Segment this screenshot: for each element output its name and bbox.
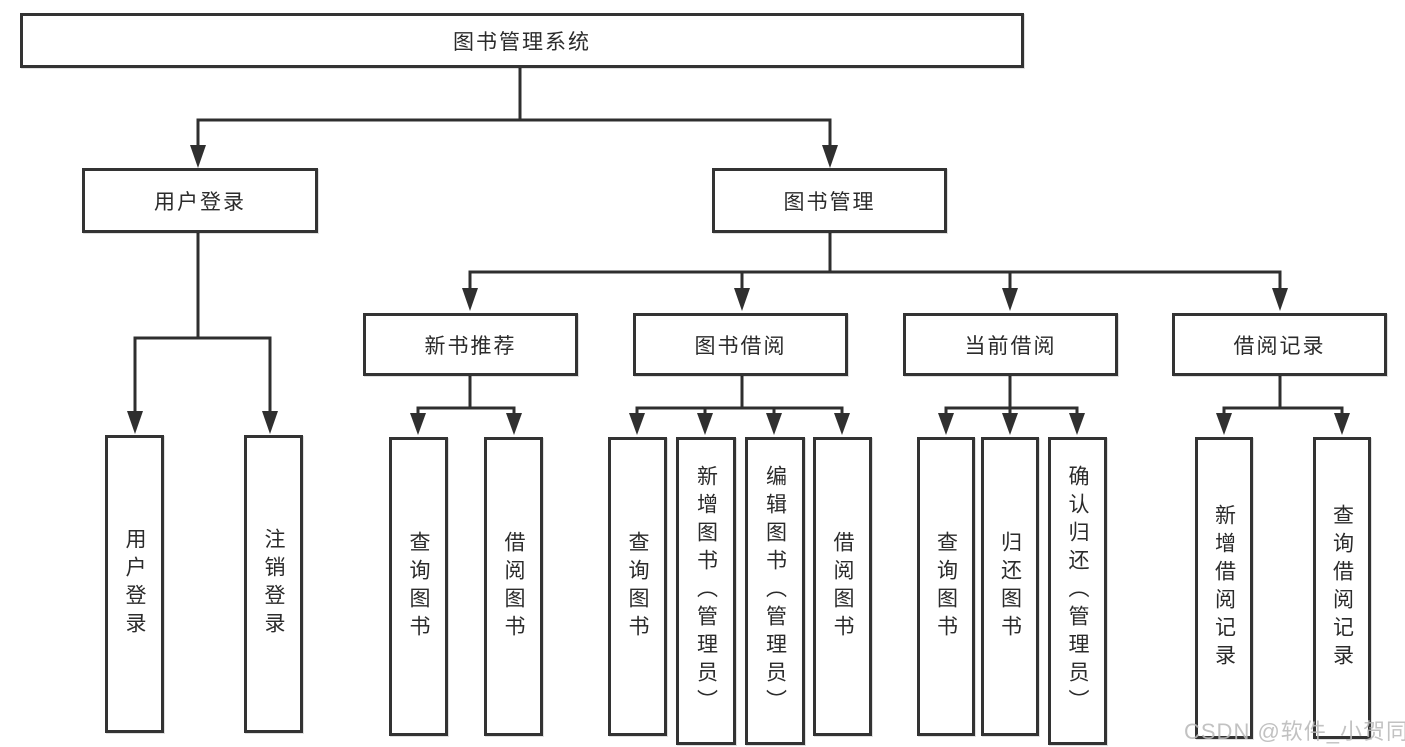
node-label: 图书管理系统 <box>453 30 591 54</box>
leaf-borrow-books-recommend: 借阅图书 <box>484 437 543 736</box>
node-label: 借阅图书 <box>831 530 854 643</box>
leaf-user-login: 用户登录 <box>105 435 164 733</box>
leaf-borrow-books-borrowing: 借阅图书 <box>813 437 872 736</box>
connector-root-to-level1 <box>196 68 832 147</box>
node-label: 借阅记录 <box>1233 334 1326 358</box>
leaf-query-books-current: 查询图书 <box>917 437 975 736</box>
node-label: 查询图书 <box>934 530 958 643</box>
node-label: 图书管理 <box>783 190 876 214</box>
leaf-confirm-return-admin: 确认归还（管理员） <box>1048 437 1107 745</box>
leaf-add-books-admin: 新增图书（管理员） <box>676 437 736 745</box>
leaf-add-borrow-record: 新增借阅记录 <box>1195 437 1253 739</box>
node-label: 借阅图书 <box>502 530 525 643</box>
node-label: 当前借阅 <box>964 334 1057 358</box>
node-current-borrowing: 当前借阅 <box>903 313 1118 376</box>
node-label: 查询图书 <box>626 530 649 643</box>
node-label: 新增借阅记录 <box>1212 504 1236 672</box>
connector-borrow-records-branch <box>1222 376 1344 415</box>
leaf-query-books-borrowing: 查询图书 <box>608 437 667 736</box>
node-library-management-system: 图书管理系统 <box>20 13 1024 68</box>
node-label: 新书推荐 <box>424 334 517 358</box>
leaf-query-borrow-record: 查询借阅记录 <box>1313 437 1371 739</box>
csdn-watermark: CSDN @软件_小贺同学 <box>1184 719 1405 744</box>
connector-book-borrow-branch <box>635 376 844 415</box>
connector-book-mgmt-branch <box>468 233 1282 290</box>
leaf-logout-login: 注销登录 <box>244 435 303 733</box>
node-label: 编辑图书（管理员） <box>763 465 787 717</box>
node-book-borrowing: 图书借阅 <box>633 313 848 376</box>
connector-current-borrow-branch <box>944 376 1079 415</box>
node-label: 新增图书（管理员） <box>694 465 718 717</box>
node-borrowing-records: 借阅记录 <box>1172 313 1387 376</box>
node-label: 查询借阅记录 <box>1330 504 1354 672</box>
node-book-management: 图书管理 <box>712 168 947 233</box>
node-label: 用户登录 <box>123 528 146 640</box>
leaf-query-books-recommend: 查询图书 <box>389 437 448 736</box>
node-label: 查询图书 <box>407 530 430 643</box>
node-user-login: 用户登录 <box>82 168 318 233</box>
node-label: 确认归还（管理员） <box>1066 465 1089 717</box>
leaf-edit-books-admin: 编辑图书（管理员） <box>745 437 805 745</box>
node-label: 用户登录 <box>154 190 246 214</box>
node-label: 归还图书 <box>998 530 1022 643</box>
node-label: 图书借阅 <box>694 334 787 358</box>
node-new-book-recommendation: 新书推荐 <box>363 313 578 376</box>
connector-user-login-branch <box>133 233 272 413</box>
node-label: 注销登录 <box>262 528 285 640</box>
connector-new-book-rec-branch <box>416 376 516 415</box>
leaf-return-books: 归还图书 <box>981 437 1039 736</box>
